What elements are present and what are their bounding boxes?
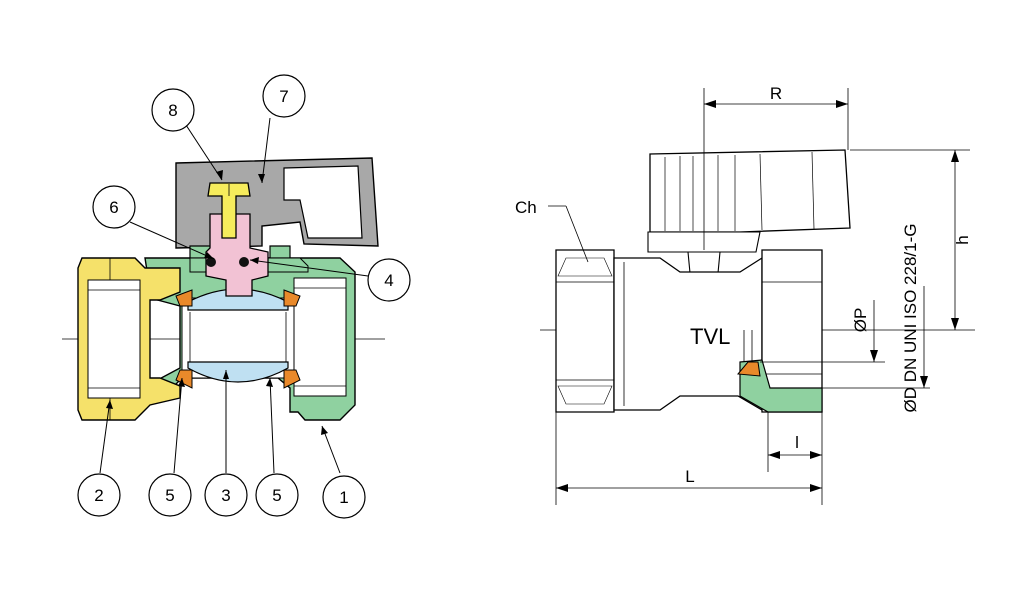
handle-window [283,165,363,239]
body-port [293,277,347,397]
side-section-seat [737,361,761,377]
callout-5-right: 5 [272,486,281,505]
seat-bottom-left [175,369,193,389]
side-handle [649,149,851,233]
nut-bore [87,279,141,399]
seat-top-left [175,289,193,307]
hex-nut-left [555,249,615,413]
section-view: 8 7 6 4 2 5 3 5 1 [62,74,411,519]
dim-l-small-label: l [795,433,799,452]
callout-2: 2 [94,486,103,505]
dim-p-label: ØP [851,308,870,333]
o-ring-right [239,257,249,267]
callout-4: 4 [384,271,393,290]
callout-circles [77,74,411,519]
callout-1: 1 [339,488,348,507]
o-ring-left [206,257,216,267]
dim-h-label: h [953,235,972,244]
body-marking: TVL [690,324,730,349]
callout-5-left: 5 [165,486,174,505]
callout-3: 3 [221,486,230,505]
seat-bottom-right [283,369,301,389]
side-section-green [739,359,823,413]
dim-l-label: L [685,467,694,486]
dim-ch-label: Ch [515,198,537,217]
screw [207,182,251,239]
callout-6: 6 [109,198,118,217]
seat-top-right [283,289,301,307]
callout-7: 7 [279,87,288,106]
callout-8: 8 [168,101,177,120]
dim-d-label: ØD DN UNI ISO 228/1-G [901,224,920,413]
dim-r-label: R [770,84,782,103]
side-view: TVL [515,84,975,505]
